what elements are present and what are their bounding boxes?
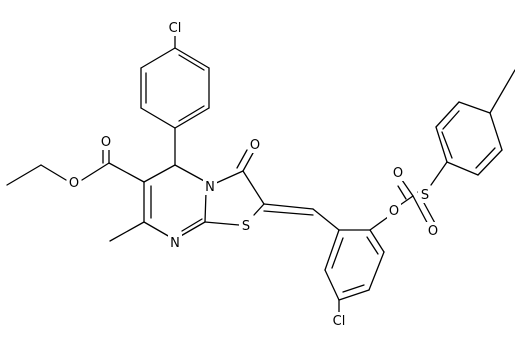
atom-o-ketone: O [248,136,262,153]
svg-text:S: S [421,188,429,203]
svg-text:O: O [389,204,399,219]
atom-cl-bottom: Cl [328,312,350,329]
svg-text:Cl: Cl [169,21,182,36]
atom-o-ester-carbonyl: O [99,133,113,150]
svg-text:N: N [205,180,215,195]
atom-o-ester-ether: O [67,174,81,191]
svg-text:Cl: Cl [333,314,346,329]
svg-text:O: O [393,166,403,181]
bond-layer [6,35,515,313]
atom-s-sulfonyl: S [418,186,432,203]
atom-n-imine: N [168,234,182,251]
svg-text:O: O [250,138,260,153]
svg-text:O: O [69,176,79,191]
svg-text:N: N [170,236,180,251]
atom-o-sulfonyl-left: O [391,164,405,181]
atom-s-ring: S [239,217,253,234]
atom-label-layer: Cl O O N O N S O [67,19,440,329]
atom-o-sulfonyl-bottom: O [426,222,440,239]
atom-o-sulfonate: O [387,202,401,219]
atom-n-ring: N [203,178,217,195]
svg-text:O: O [428,224,438,239]
atom-cl-top: Cl [164,19,186,36]
svg-text:O: O [101,135,111,150]
svg-text:S: S [242,219,250,234]
